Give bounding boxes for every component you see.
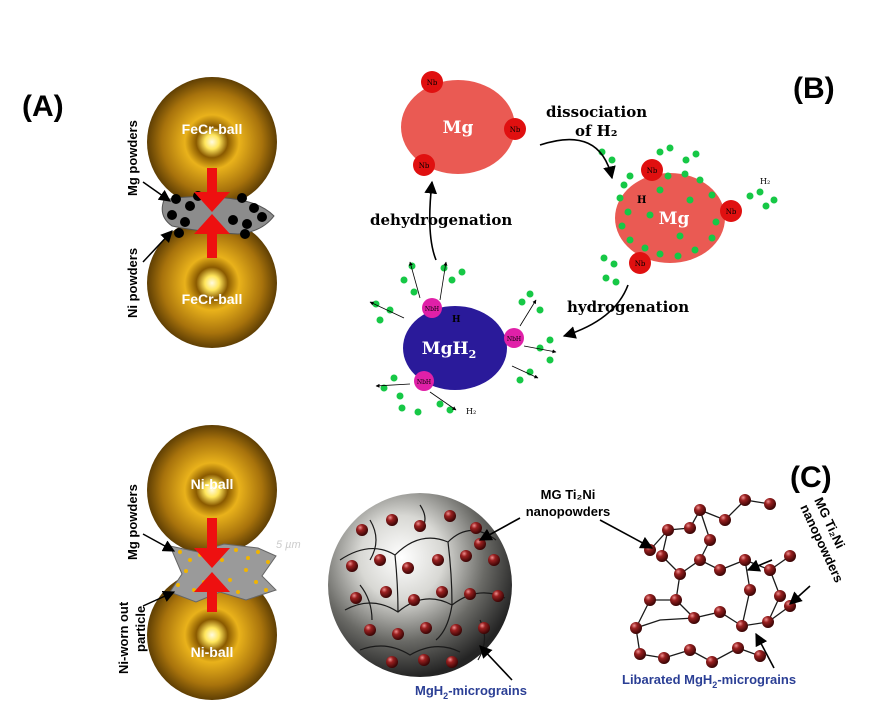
panel-a-bottom-diagram: Ni-ball Ni-ball 5 µm Mg powders Ni-worn … bbox=[116, 425, 301, 700]
liberated-micrograins-label: Libarated MgH2-micrograins bbox=[622, 672, 796, 690]
mg-particle-right bbox=[615, 173, 725, 263]
ti2ni-nanoparticles-liberated bbox=[630, 494, 796, 668]
svg-text:NbH: NbH bbox=[417, 379, 431, 386]
mg-powders-pointer-b bbox=[142, 533, 176, 552]
h-atom-label-mgh2: H bbox=[452, 315, 461, 325]
dissociation-label-line1: dissociation bbox=[546, 103, 647, 121]
nbh-catalysts: NbH NbH NbH bbox=[414, 298, 524, 391]
scale-bar-label: 5 µm bbox=[276, 539, 301, 551]
liberated-pointer bbox=[755, 632, 775, 669]
ni-worn-label-line2: particle bbox=[133, 606, 148, 652]
ti2ni-pointer-left bbox=[478, 517, 521, 541]
dissociation-arrow bbox=[539, 138, 616, 180]
svg-text:NbH: NbH bbox=[507, 336, 521, 343]
red-arrow-up-b bbox=[194, 572, 230, 612]
hydrogen-atoms-mgh2 bbox=[372, 262, 554, 416]
fecr-ball-bottom bbox=[147, 218, 277, 348]
ni-ball-top bbox=[147, 425, 277, 555]
ni-ball-top-label: Ni-ball bbox=[191, 476, 234, 492]
panel-label-a: (A) bbox=[22, 90, 64, 123]
ti2ni-label-left-line2: nanopowders bbox=[526, 504, 611, 519]
micrograins-pointer bbox=[479, 645, 513, 681]
svg-text:Nb: Nb bbox=[419, 162, 430, 170]
mg-powders-label-b: Mg powders bbox=[125, 484, 140, 560]
red-arrow-up bbox=[194, 214, 230, 258]
mgh2-particle bbox=[403, 306, 507, 390]
h2-label-right: H₂ bbox=[760, 177, 770, 186]
ni-worn-label-line1: Ni-worn out bbox=[116, 601, 131, 674]
svg-text:NbH: NbH bbox=[425, 306, 439, 313]
dissociation-label-line2: of H₂ bbox=[575, 122, 617, 140]
ni-powders-pointer-a bbox=[142, 230, 173, 263]
fecr-ball-bottom-label: FeCr-ball bbox=[182, 291, 243, 307]
svg-text:Nb: Nb bbox=[635, 260, 646, 268]
nb-catalysts-left: Nb Nb Nb bbox=[413, 71, 526, 176]
nb-catalysts-right: Nb Nb Nb bbox=[629, 159, 742, 274]
panel-label-b: (B) bbox=[793, 72, 835, 105]
svg-text:Nb: Nb bbox=[726, 208, 737, 216]
mg-powders-pointer-a bbox=[142, 181, 171, 202]
panel-label-c: (C) bbox=[790, 461, 832, 494]
ti2ni-nanoparticles-embedded bbox=[346, 510, 504, 668]
fecr-ball-top-label: FeCr-ball bbox=[182, 121, 243, 137]
h-atom-label-right: H bbox=[637, 195, 646, 206]
ni-worn-pointer bbox=[142, 590, 176, 607]
mg-right-label: Mg bbox=[659, 209, 690, 229]
ni-ball-bottom bbox=[147, 570, 277, 700]
ti2ni-pointer-right-2 bbox=[789, 585, 811, 605]
mgh2-micrograins-label: MgH2-micrograins bbox=[415, 683, 527, 701]
hydrogenation-arrow bbox=[562, 284, 629, 339]
dehydrogenation-arrow bbox=[424, 180, 438, 261]
red-arrow-down-b bbox=[194, 518, 230, 568]
h2-label-bottom: H₂ bbox=[466, 407, 476, 416]
mg-left-label: Mg bbox=[443, 118, 474, 138]
ti2ni-pointer-middle bbox=[599, 519, 654, 549]
ni-ball-bottom-label: Ni-ball bbox=[191, 644, 234, 660]
svg-text:Nb: Nb bbox=[427, 79, 438, 87]
svg-text:Nb: Nb bbox=[510, 126, 521, 134]
mgh2-label: MgH2 bbox=[422, 339, 476, 361]
liberated-network-lines bbox=[635, 499, 791, 663]
mg-powders-label-a: Mg powders bbox=[125, 120, 140, 196]
panel-c-diagram: MG Ti₂Ni nanopowders MG Ti₂Ni nanopowder… bbox=[328, 487, 848, 701]
svg-text:Nb: Nb bbox=[647, 167, 658, 175]
dehydrogenation-label: dehydrogenation bbox=[370, 211, 512, 229]
ni-powders-label-a: Ni powders bbox=[125, 248, 140, 318]
fecr-ball-top bbox=[147, 77, 277, 207]
hydrogenation-label: hydrogenation bbox=[567, 298, 689, 316]
panel-b-diagram: Mg Nb Nb Nb Mg H Nb Nb Nb H₂ bbox=[369, 71, 778, 416]
red-arrow-down bbox=[194, 168, 230, 212]
ti2ni-pointer-right bbox=[746, 559, 773, 572]
hydrogen-release-arrows bbox=[369, 261, 557, 411]
hydrogen-atoms-right bbox=[598, 144, 778, 286]
mg-particle-left bbox=[401, 80, 515, 174]
ti2ni-label-left-line1: MG Ti₂Ni bbox=[541, 487, 596, 502]
panel-a-top-diagram: FeCr-ball FeCr-ball Mg powders Ni powder… bbox=[125, 77, 277, 348]
